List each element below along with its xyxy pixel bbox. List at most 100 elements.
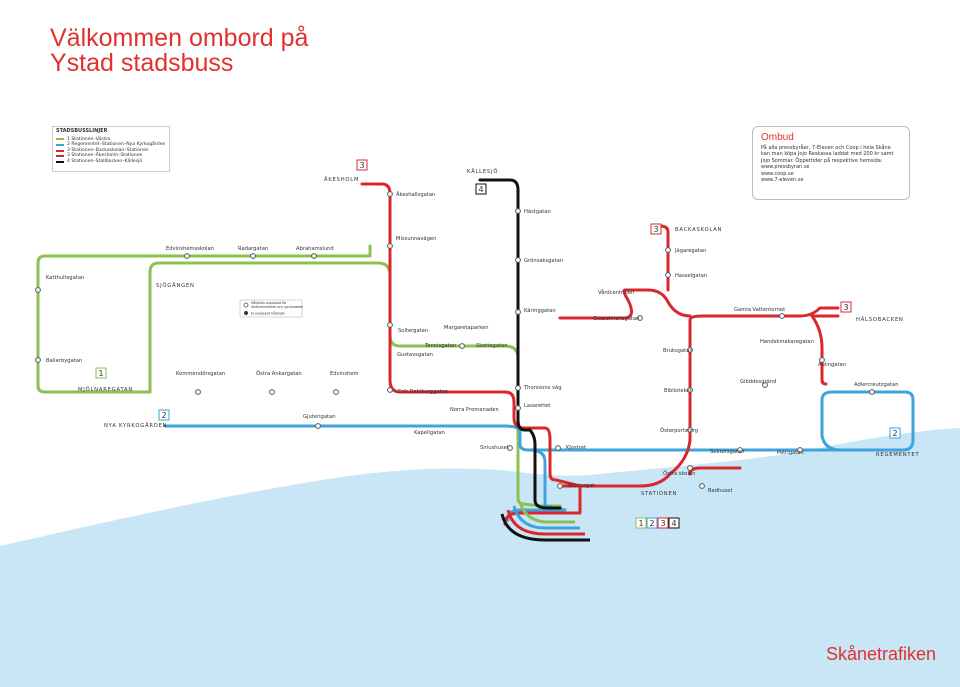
badge-box bbox=[650, 223, 662, 235]
stop-marker bbox=[737, 447, 743, 453]
page-title: Välkommen ombord på Ystad stadsbuss bbox=[50, 26, 308, 76]
stop-label: Kommendörsgatan bbox=[176, 371, 225, 377]
stop-label: MJÖLNAREGATAN bbox=[78, 386, 133, 393]
stop-label: Aulingatan bbox=[818, 362, 846, 368]
stop-marker bbox=[699, 483, 705, 489]
stop-label: NYA KYRKOGÅRDEN bbox=[104, 422, 167, 429]
stop-label: Abrahamslund bbox=[296, 246, 334, 252]
legend-label: 4 Stationen–Stallbacken–Källesjö bbox=[67, 158, 143, 164]
stop-marker bbox=[35, 357, 41, 363]
stop-label: Missunnavägen bbox=[396, 236, 436, 242]
stop-label: Edvinshemsskolan bbox=[166, 246, 214, 252]
link-pressbyran[interactable]: www.pressbyran.se bbox=[761, 164, 810, 171]
badge-box bbox=[657, 517, 669, 529]
note-line-3: Ej anpassad hållplats bbox=[251, 311, 285, 316]
stop-label: Bruksgatan bbox=[663, 348, 693, 354]
link-7-eleven[interactable]: www.7-eleven.se bbox=[761, 177, 804, 184]
badge-box bbox=[95, 367, 107, 379]
badge-label: 3 bbox=[660, 519, 665, 528]
stop-label: Adlercreutzgatan bbox=[854, 382, 898, 388]
link-coop[interactable]: www.coop.se bbox=[761, 170, 794, 177]
route-line-3-backaskolan bbox=[558, 224, 840, 488]
stop-label: REGEMENTET bbox=[876, 452, 919, 458]
stop-marker bbox=[250, 253, 256, 259]
badge-label: 4 bbox=[671, 519, 676, 528]
stop-marker bbox=[387, 387, 393, 393]
badge-label: 3 bbox=[653, 225, 658, 234]
note-box bbox=[239, 299, 303, 318]
stop-label: Stortorget bbox=[568, 483, 594, 489]
badge-box bbox=[646, 517, 658, 529]
badge-label: 3 bbox=[843, 303, 848, 312]
stop-marker bbox=[35, 287, 41, 293]
stop-labels: ÅKESHOLM Åkeshallsgatan KÄLLESJÖ Hästgat… bbox=[46, 168, 919, 497]
stop-label: KÄLLESJÖ bbox=[467, 168, 498, 175]
stop-label: Radargatan bbox=[238, 246, 268, 252]
line-2-swatch bbox=[56, 143, 64, 146]
legend-item-line-3a: 3 Stationen–Backaskolan–Stationen bbox=[56, 148, 166, 154]
stop-label: Hästgatan bbox=[524, 209, 551, 215]
stop-label: Lasarettet bbox=[524, 403, 550, 409]
stop-marker bbox=[195, 389, 201, 395]
badge-label: 3 bbox=[359, 161, 364, 170]
note-line-1: Hållplats anpassad för bbox=[251, 300, 287, 305]
skanetrafiken-logo-text: Skånetrafiken bbox=[826, 644, 937, 664]
sea-area bbox=[0, 428, 960, 687]
badge-label: 1 bbox=[638, 519, 643, 528]
stop-marker bbox=[637, 315, 643, 321]
line-legend: STADSBUSSLINJER 1 Stationen–Västra 2 Reg… bbox=[52, 126, 170, 172]
stop-marker bbox=[507, 445, 513, 451]
legend-item-line-4: 4 Stationen–Stallbacken–Källesjö bbox=[56, 159, 166, 165]
stop-marker bbox=[665, 247, 671, 253]
line-1-swatch bbox=[56, 138, 64, 141]
line-3-swatch bbox=[56, 149, 64, 152]
stop-marker bbox=[687, 465, 693, 471]
badge-box bbox=[356, 159, 368, 171]
stop-label: Hasselgatan bbox=[675, 273, 707, 279]
line-3-swatch bbox=[56, 155, 64, 158]
stop-marker bbox=[687, 427, 693, 433]
ombud-heading: Ombud bbox=[761, 132, 794, 143]
stop-label: Norra Promenaden bbox=[450, 407, 499, 413]
badge-box bbox=[840, 301, 852, 313]
stop-marker bbox=[515, 405, 521, 411]
legend-label: 1 Stationen–Västra bbox=[67, 136, 111, 142]
station-loop-green bbox=[518, 501, 575, 524]
stop-label: ÅKESHOLM bbox=[324, 176, 359, 183]
badge-label: 2 bbox=[892, 429, 897, 438]
stop-marker bbox=[687, 387, 693, 393]
stop-markers bbox=[35, 191, 875, 489]
badge-label: 2 bbox=[161, 411, 166, 420]
stop-marker bbox=[687, 347, 693, 353]
stop-label: Margaretaparken bbox=[444, 325, 489, 331]
stop-marker bbox=[515, 385, 521, 391]
stop-label: Jägaregatan bbox=[674, 248, 706, 254]
stop-label: Grönsaksgatan bbox=[524, 258, 563, 264]
stop-marker bbox=[665, 272, 671, 278]
stop-marker bbox=[387, 191, 393, 197]
legend-item-line-2: 2 Regementet–Stationen–Nya Kyrkogården bbox=[56, 142, 166, 148]
stop-marker bbox=[333, 389, 339, 395]
station-loop-blue bbox=[512, 505, 580, 530]
stop-label: Erik Dahlberggatan bbox=[398, 389, 448, 395]
stop-marker bbox=[311, 253, 317, 259]
stop-label: Thorssons väg bbox=[523, 385, 562, 391]
ombud-body: På alla pressbyråer, 7-Eleven och Coop i… bbox=[761, 145, 894, 164]
stop-label: Österportstorg bbox=[660, 427, 698, 434]
badge-label: 2 bbox=[649, 519, 654, 528]
badge-box bbox=[668, 517, 680, 529]
stop-label: Klostret bbox=[566, 445, 586, 451]
accessibility-note: Hållplats anpassad för rörelsehindrade o… bbox=[239, 299, 303, 318]
stop-marker bbox=[869, 389, 875, 395]
stop-label: Edvinshem bbox=[330, 371, 359, 377]
stop-marker bbox=[515, 257, 521, 263]
note-line-2: rörelsehindrade och synskadade bbox=[251, 305, 303, 309]
stop-marker bbox=[515, 309, 521, 315]
stop-label: Tennisgatan bbox=[424, 343, 456, 349]
badge-box bbox=[475, 183, 487, 195]
stop-label: Gamla Vattentornet bbox=[734, 307, 785, 313]
stop-label: Skottegatan bbox=[476, 343, 508, 349]
stop-label: Gjuterigatan bbox=[303, 414, 336, 420]
accessible-stop-icon bbox=[243, 302, 249, 308]
badge-box bbox=[635, 517, 647, 529]
